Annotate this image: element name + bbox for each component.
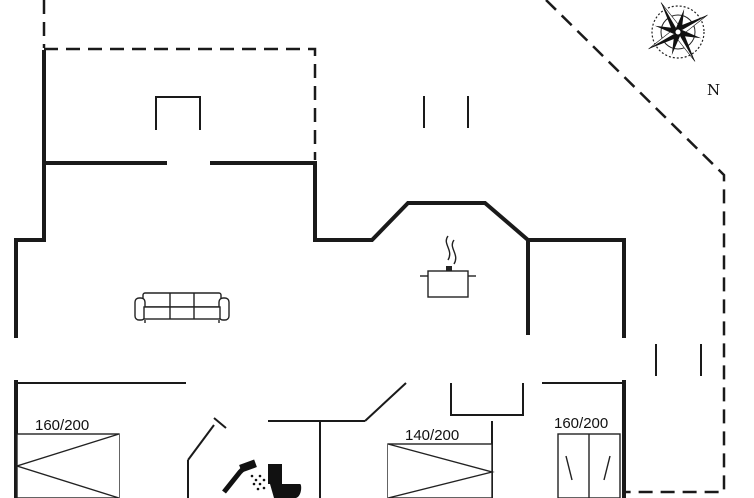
walls — [14, 50, 626, 498]
bed-3 — [557, 433, 621, 498]
bath-door-stub — [213, 417, 227, 429]
covered-terrace-outline — [44, 47, 317, 160]
compass-rose-icon — [648, 2, 708, 62]
wall-top-middle — [210, 161, 626, 338]
closet — [450, 383, 524, 416]
sofa-icon — [134, 292, 230, 323]
wall-left-upper — [14, 50, 46, 338]
shower-head-icon — [222, 459, 266, 494]
terrace-outlines — [42, 0, 726, 494]
hall-door-swing — [364, 382, 407, 422]
bed-label-3: 160/200 — [554, 415, 608, 432]
bed-1 — [14, 433, 120, 498]
north-label: N — [707, 81, 720, 99]
terrace-diagonal-outline — [545, 0, 726, 494]
bed-label-2: 140/200 — [405, 427, 459, 444]
shed-door-marker — [155, 96, 201, 130]
markers — [155, 96, 702, 376]
bath-door-swing — [187, 424, 215, 461]
bed-2 — [387, 443, 495, 498]
toilet-icon — [268, 464, 302, 498]
bed-label-1: 160/200 — [35, 417, 89, 434]
cooking-pot-icon — [420, 235, 476, 298]
